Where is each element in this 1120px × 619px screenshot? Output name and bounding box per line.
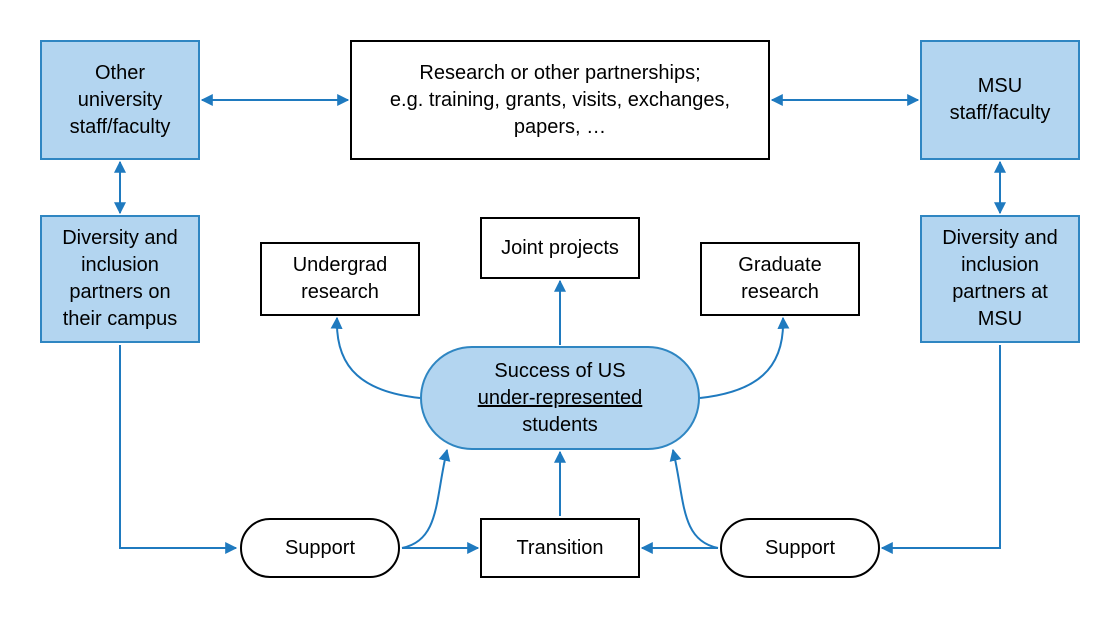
- node-graduate-research: Graduate research: [700, 242, 860, 316]
- edge-support-left-to-success: [401, 448, 451, 549]
- edge-success-to-graduate: [699, 316, 790, 399]
- edge-di-msu-to-support-right: [880, 345, 1001, 554]
- node-text-line: university: [77, 88, 163, 111]
- node-text-line: Research or other partnerships;: [419, 61, 701, 84]
- node-msu-staff: MSU staff/faculty: [920, 40, 1080, 160]
- node-other-university-staff: Other university staff/faculty: [40, 40, 200, 160]
- node-success-underrepresented-students: Success of US under-represented students: [420, 346, 700, 450]
- node-text-line: partners at: [952, 281, 1048, 303]
- node-text-line: inclusion: [961, 254, 1039, 276]
- node-research-partnerships: Research or other partnerships; e.g. tra…: [350, 40, 770, 160]
- node-text-line: Support: [764, 536, 836, 559]
- edge-di-other-to-support-left: [119, 345, 238, 554]
- node-text-line: partners on: [69, 281, 171, 303]
- node-support-right: Support: [720, 518, 880, 578]
- node-support-left: Support: [240, 518, 400, 578]
- node-diversity-partners-msu: Diversity and inclusion partners at MSU: [920, 215, 1080, 343]
- node-text-line: Support: [284, 536, 356, 559]
- node-text-line: inclusion: [81, 254, 159, 276]
- node-text-line: staff/faculty: [69, 115, 171, 138]
- node-text-line: e.g. training, grants, visits, exchanges…: [389, 88, 731, 111]
- edge-support-right-to-success: [669, 448, 719, 549]
- node-text-line: papers, …: [513, 115, 607, 138]
- node-text-line: Graduate: [738, 254, 822, 276]
- node-text-line: Joint projects: [501, 236, 619, 259]
- node-text-line: Success of US: [494, 359, 626, 382]
- node-undergrad-research: Undergrad research: [260, 242, 420, 316]
- node-text-line: Transition: [516, 536, 604, 559]
- node-text-line: research: [741, 281, 819, 303]
- node-text-line-underlined: under-represented: [477, 386, 643, 409]
- node-joint-projects: Joint projects: [480, 217, 640, 279]
- node-transition: Transition: [480, 518, 640, 578]
- node-text-line: Diversity and: [62, 227, 178, 249]
- node-diversity-partners-other-campus: Diversity and inclusion partners on thei…: [40, 215, 200, 343]
- node-text-line: their campus: [62, 308, 178, 330]
- node-text-line: Other: [94, 61, 146, 84]
- node-text-line: MSU: [977, 75, 1023, 97]
- node-text-line: research: [301, 281, 379, 303]
- edge-success-to-undergrad: [330, 316, 421, 399]
- node-text-line: MSU: [977, 308, 1023, 330]
- node-text-line: Undergrad: [292, 254, 388, 276]
- node-text-line: staff/faculty: [949, 102, 1051, 124]
- node-text-line: students: [522, 413, 598, 436]
- node-text-line: Diversity and: [942, 227, 1058, 249]
